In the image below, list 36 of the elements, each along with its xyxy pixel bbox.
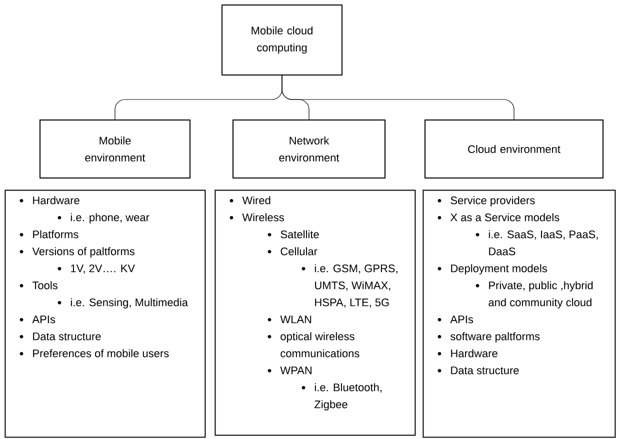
bullet-item: Satellite	[268, 230, 319, 238]
bullet-item: X as a Service models	[438, 213, 560, 222]
bullet-item: Platforms	[20, 230, 78, 238]
bullet-item: Wired	[230, 196, 270, 204]
bullet-item: i.e. SaaS, IaaS, PaaS, DaaS	[476, 230, 598, 256]
bullet-item: software paltforms	[438, 332, 540, 342]
title-box: Mobile cloud computing	[222, 4, 342, 76]
list-box	[214, 190, 416, 436]
bracket-connector	[282, 75, 514, 120]
category-box: Mobile environment	[40, 120, 190, 178]
bullet-item: Data structure	[20, 332, 101, 340]
bullet-item: Wireless	[230, 213, 284, 222]
bullet-item: i.e. Bluetooth, Zigbee	[302, 383, 382, 410]
bullet-item: i.e. GSM, GPRS, UMTS, WiMAX, HSPA, LTE, 5G	[302, 264, 398, 308]
bullet-item: Service providers	[438, 196, 535, 206]
bullet-item: WLAN	[268, 316, 312, 324]
bullet-item: Hardware	[20, 196, 80, 204]
bullet-item: APIs	[20, 316, 56, 324]
bullet-item: Tools	[20, 281, 58, 290]
bullet-item: Deployment models	[438, 264, 547, 274]
bullet-item: Data structure	[438, 366, 519, 374]
bullet-item: WPAN	[268, 366, 312, 374]
bullet-item: Preferences of mobile users	[20, 349, 169, 358]
bullet-item: Hardware	[438, 349, 498, 358]
bullet-item: optical wireless communications	[268, 332, 360, 358]
list-box	[422, 190, 616, 438]
bullet-item: Cellular	[268, 247, 318, 256]
bullet-item: Private, public ,hybrid and community cloud	[476, 281, 593, 308]
bullet-item: i.e. Sensing, Multimedia	[58, 298, 188, 308]
category-box: Network environment	[232, 120, 386, 178]
category-box: Cloud environment	[424, 120, 604, 178]
bullet-item: APIs	[438, 316, 474, 324]
list-box	[4, 190, 206, 438]
bullet-item: Versions of paltforms	[20, 247, 134, 258]
bullet-item: i.e. phone, wear	[58, 213, 150, 224]
bullet-item: 1V, 2V…. KV	[58, 264, 135, 274]
